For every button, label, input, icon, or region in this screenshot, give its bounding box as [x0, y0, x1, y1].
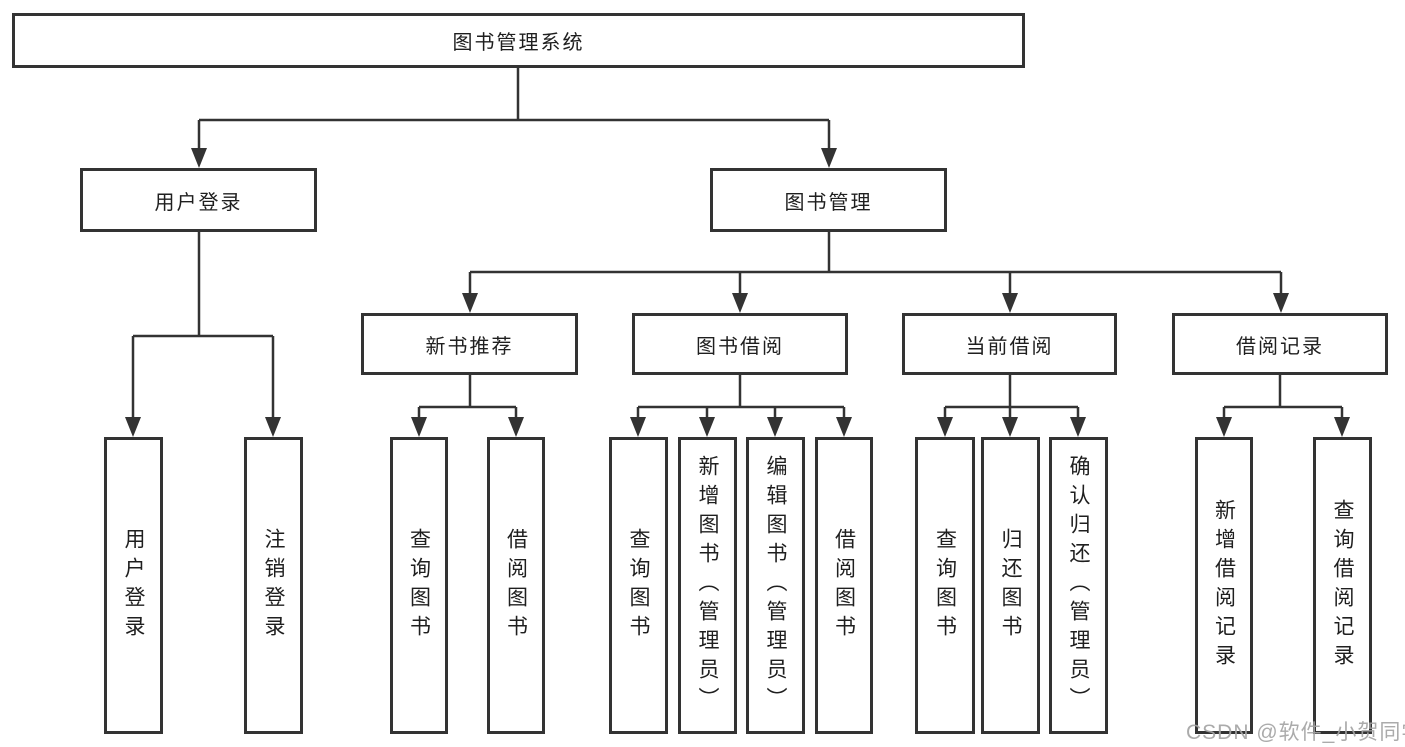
leaf-return-books: 归还图书 [981, 437, 1040, 734]
leaf-borrow-books: 借阅图书 [815, 437, 873, 734]
leaf-edit-books-admin: 编辑图书（管理员） [746, 437, 805, 734]
leaf-user-login: 用户登录 [104, 437, 163, 734]
leaf-query-books-recommend: 查询图书 [390, 437, 448, 734]
leaf-confirm-return-admin: 确认归还（管理员） [1049, 437, 1108, 734]
node-current-borrowing: 当前借阅 [902, 313, 1117, 375]
leaf-add-borrow-record: 新增借阅记录 [1195, 437, 1253, 734]
node-book-borrowing: 图书借阅 [632, 313, 848, 375]
node-borrowing-records: 借阅记录 [1172, 313, 1388, 375]
leaf-query-books-current: 查询图书 [915, 437, 975, 734]
arrowheads [125, 148, 1350, 437]
leaf-query-books-borrow: 查询图书 [609, 437, 668, 734]
node-user-login: 用户登录 [80, 168, 317, 232]
node-book-management: 图书管理 [710, 168, 947, 232]
node-new-book-recommendation: 新书推荐 [361, 313, 578, 375]
leaf-query-borrow-record: 查询借阅记录 [1313, 437, 1372, 734]
leaf-logout: 注销登录 [244, 437, 303, 734]
leaf-borrow-books-recommend: 借阅图书 [487, 437, 545, 734]
leaf-add-books-admin: 新增图书（管理员） [678, 437, 737, 734]
watermark: CSDN @软件_小贺同学 [1186, 721, 1405, 744]
node-library-management-system: 图书管理系统 [12, 13, 1025, 68]
